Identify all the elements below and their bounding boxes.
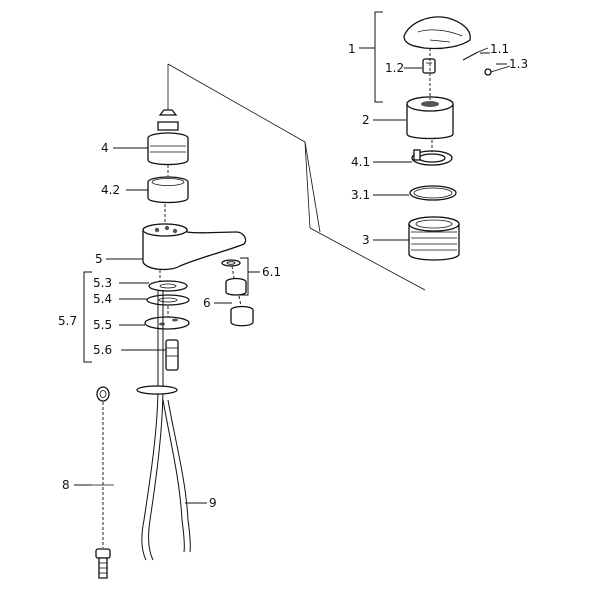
cartridge-4 (147, 109, 189, 166)
label-4: 4 (101, 141, 109, 155)
label-3: 3 (362, 233, 370, 247)
washers-5-3-5-4 (146, 280, 190, 306)
flex-hoses-9 (136, 384, 191, 561)
bracket-5-7 (83, 271, 92, 363)
label-1-2: 1.2 (385, 61, 404, 75)
plate-5-5 (144, 316, 190, 330)
bracket-6-1 (240, 257, 249, 296)
ring-4-2 (147, 176, 189, 204)
bracket-1 (374, 11, 383, 103)
label-1-1: 1.1 (490, 42, 509, 56)
label-8: 8 (62, 478, 70, 492)
label-1: 1 (348, 42, 356, 56)
chain-plug-8 (92, 386, 114, 579)
threaded-nut-3 (408, 216, 460, 261)
label-4-1: 4.1 (351, 155, 370, 169)
label-9: 9 (209, 496, 217, 510)
explosion-frame-lines (167, 63, 426, 291)
label-6-1: 6.1 (262, 265, 281, 279)
label-4-2: 4.2 (101, 183, 120, 197)
label-5-7: 5.7 (58, 314, 77, 328)
label-5-4: 5.4 (93, 292, 112, 306)
label-5-5: 5.5 (93, 318, 112, 332)
label-5: 5 (95, 252, 103, 266)
label-3-1: 3.1 (351, 188, 370, 202)
label-5-3: 5.3 (93, 276, 112, 290)
label-6: 6 (203, 296, 211, 310)
nut-1-2 (422, 58, 436, 74)
label-1-3: 1.3 (509, 57, 528, 71)
label-5-6: 5.6 (93, 343, 112, 357)
left-axis-lines (157, 165, 169, 385)
stud-5-6 (165, 339, 179, 371)
leader-lines (74, 47, 507, 504)
o-ring-3-1 (409, 185, 457, 201)
cap-screw-1-3 (484, 65, 511, 76)
screw-1-1 (462, 47, 489, 61)
clip-ring-4-1 (411, 149, 453, 166)
part-labels: 1 1.1 1.2 1.3 2 4.1 3.1 3 4 4.2 5 6.1 6 … (58, 42, 528, 510)
cover-2 (406, 96, 454, 140)
label-2: 2 (362, 113, 370, 127)
mixer-body-5 (142, 223, 247, 271)
lever-cap-1 (403, 16, 471, 50)
cartridge-6 (221, 259, 254, 327)
